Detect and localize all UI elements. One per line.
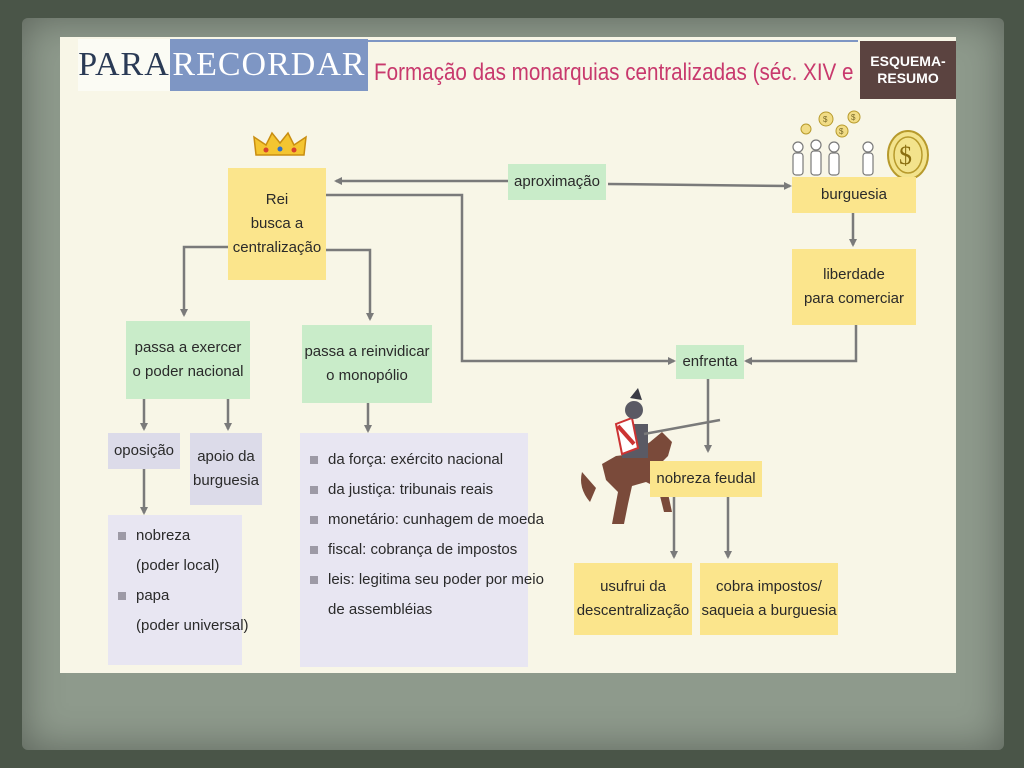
svg-text:$: $ xyxy=(851,113,856,122)
svg-text:$: $ xyxy=(899,141,912,170)
list-item: (poder local) xyxy=(136,557,220,574)
usufrui-node: usufrui da descentralização xyxy=(574,563,692,635)
list-item: da força: exército nacional xyxy=(308,445,528,475)
exercer-line-2: o poder nacional xyxy=(132,363,244,380)
reinvidicar-line-2: o monopólio xyxy=(326,367,408,384)
cobra-line-2: saqueia a burguesia xyxy=(701,602,837,619)
bourgeoisie-coins-icon: $ $ $ xyxy=(792,110,874,176)
knight-on-horse-icon xyxy=(581,388,721,524)
monopolio-list: da força: exército nacional da justiça: … xyxy=(300,433,544,667)
usufrui-line-1: usufrui da xyxy=(600,578,666,595)
arrow-rei-reinvidicar xyxy=(326,248,374,321)
list-item: (poder universal) xyxy=(136,617,249,634)
list-item: leis: legitima seu poder por meio xyxy=(308,565,544,595)
apoio-node: apoio da burguesia xyxy=(190,433,262,505)
reinvidicar-node: passa a reinvidicar o monopólio xyxy=(302,325,432,403)
usufrui-line-2: descentralização xyxy=(576,602,690,619)
oposicao-node: oposição xyxy=(108,433,180,469)
liberdade-line-2: para comerciar xyxy=(803,290,905,307)
rei-line-1: Rei xyxy=(265,191,289,208)
apoio-line-2: burguesia xyxy=(193,472,259,489)
rei-line-2: busca a xyxy=(250,215,304,232)
list-item: nobreza xyxy=(116,521,242,551)
arrow-liberdade-enfrenta xyxy=(744,325,858,365)
cobra-node: cobra impostos/ saqueia a burguesia xyxy=(700,563,838,635)
crown-icon xyxy=(253,131,307,156)
header-recordar: RECORDAR xyxy=(170,39,368,91)
badge-line-2: RESUMO xyxy=(877,70,939,86)
arrow-rei-enfrenta xyxy=(326,193,676,365)
diagram-sheet: PARA RECORDAR Formação das monarquias ce… xyxy=(60,37,956,673)
liberdade-line-1: liberdade xyxy=(823,266,885,283)
list-item: monetário: cunhagem de moeda xyxy=(308,505,544,535)
nobreza-feudal-node: nobreza feudal xyxy=(650,461,762,497)
rei-node: Rei busca a centralização xyxy=(228,168,326,280)
svg-text:$: $ xyxy=(839,127,844,136)
enfrenta-node: enfrenta xyxy=(676,345,744,379)
liberdade-node: liberdade para comerciar xyxy=(792,249,916,325)
connector-arrows xyxy=(140,177,858,559)
arrow-aproximacao-burguesia xyxy=(607,181,792,190)
arrow-rei-exercer xyxy=(180,245,228,317)
list-item: da justiça: tribunais reais xyxy=(308,475,528,505)
header-rule xyxy=(368,40,858,42)
header-para: PARA xyxy=(78,39,170,91)
list-item: fiscal: cobrança de impostos xyxy=(308,535,528,565)
rei-line-3: centralização xyxy=(232,239,322,256)
badge-line-1: ESQUEMA- xyxy=(870,53,946,69)
esquema-resumo-badge: ESQUEMA- RESUMO xyxy=(860,41,956,99)
apoio-line-1: apoio da xyxy=(197,448,255,465)
aproximacao-node: aproximação xyxy=(508,164,606,200)
exercer-line-1: passa a exercer xyxy=(134,339,242,356)
list-item: de assembléias xyxy=(328,601,433,618)
exercer-node: passa a exercer o poder nacional xyxy=(126,321,250,399)
list-item: papa xyxy=(116,581,242,611)
cobra-line-1: cobra impostos/ xyxy=(716,578,822,595)
oposicao-list: nobreza (poder local) papa (poder univer… xyxy=(108,515,249,665)
dollar-coin-icon: $ xyxy=(887,130,929,180)
burguesia-node: burguesia xyxy=(792,177,916,213)
reinvidicar-line-1: passa a reinvidicar xyxy=(304,343,430,360)
svg-text:$: $ xyxy=(823,115,828,124)
